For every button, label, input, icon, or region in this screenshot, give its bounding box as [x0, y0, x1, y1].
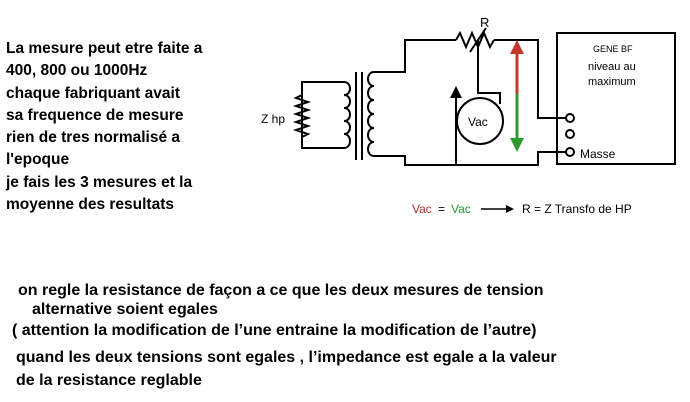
top-wire: [374, 39, 456, 73]
bottom-wire: [374, 151, 566, 166]
resistor-label: R: [480, 15, 489, 30]
voltmeter-arrow-head: [450, 86, 462, 98]
formula-result: R = Z Transfo de HP: [522, 202, 632, 216]
bottom-line: de la resistance reglable: [16, 372, 202, 389]
wire-to-generator-top: [494, 39, 566, 119]
voltmeter-circle: [456, 97, 504, 145]
intro-line: je fais les 3 mesures et la: [6, 173, 193, 191]
formula-equals: =: [438, 202, 445, 216]
voltmeter-label: Vac: [468, 115, 488, 129]
red-arrow-head: [510, 40, 524, 54]
intro-text: La mesure peut etre faite a 400, 800 ou …: [6, 38, 261, 216]
speaker-wire: [301, 81, 344, 149]
generator-line: maximum: [588, 76, 636, 88]
bottom-line: ( attention la modification de l’une ent…: [12, 322, 537, 339]
primary-coil: [343, 81, 351, 149]
intro-line: chaque fabriquant avait: [6, 84, 180, 102]
generator-title: GENE BF: [593, 44, 633, 54]
generator-box: [556, 32, 676, 165]
terminal: [565, 147, 575, 157]
intro-line: rien de tres normalisé a: [6, 129, 181, 147]
vac-wire-right: [477, 40, 501, 104]
bottom-line: on regle la resistance de façon a ce que…: [18, 282, 544, 299]
formula-arrow-head: [506, 205, 514, 213]
intro-line: 400, 800 ou 1000Hz: [6, 62, 148, 80]
generator-line: niveau au: [588, 61, 636, 73]
terminal: [565, 113, 575, 123]
green-arrow-head: [510, 138, 524, 152]
intro-line: sa frequence de mesure: [6, 106, 184, 124]
bottom-line: quand les deux tensions sont egales , l’…: [16, 349, 557, 366]
ground-label: Masse: [580, 147, 616, 161]
speaker-resistor: [292, 94, 312, 138]
terminal: [565, 129, 575, 139]
formula-vac-left: Vac: [412, 202, 432, 216]
formula-vac-right: Vac: [451, 202, 471, 216]
intro-line: moyenne des resultats: [6, 196, 174, 214]
speaker-label: Z hp: [261, 112, 285, 126]
intro-line: l'epoque: [6, 151, 70, 169]
intro-line: La mesure peut etre faite a: [6, 40, 203, 57]
variable-resistor: [455, 30, 495, 50]
secondary-coil: [367, 71, 375, 157]
bottom-line: alternative soient egales: [32, 301, 218, 318]
